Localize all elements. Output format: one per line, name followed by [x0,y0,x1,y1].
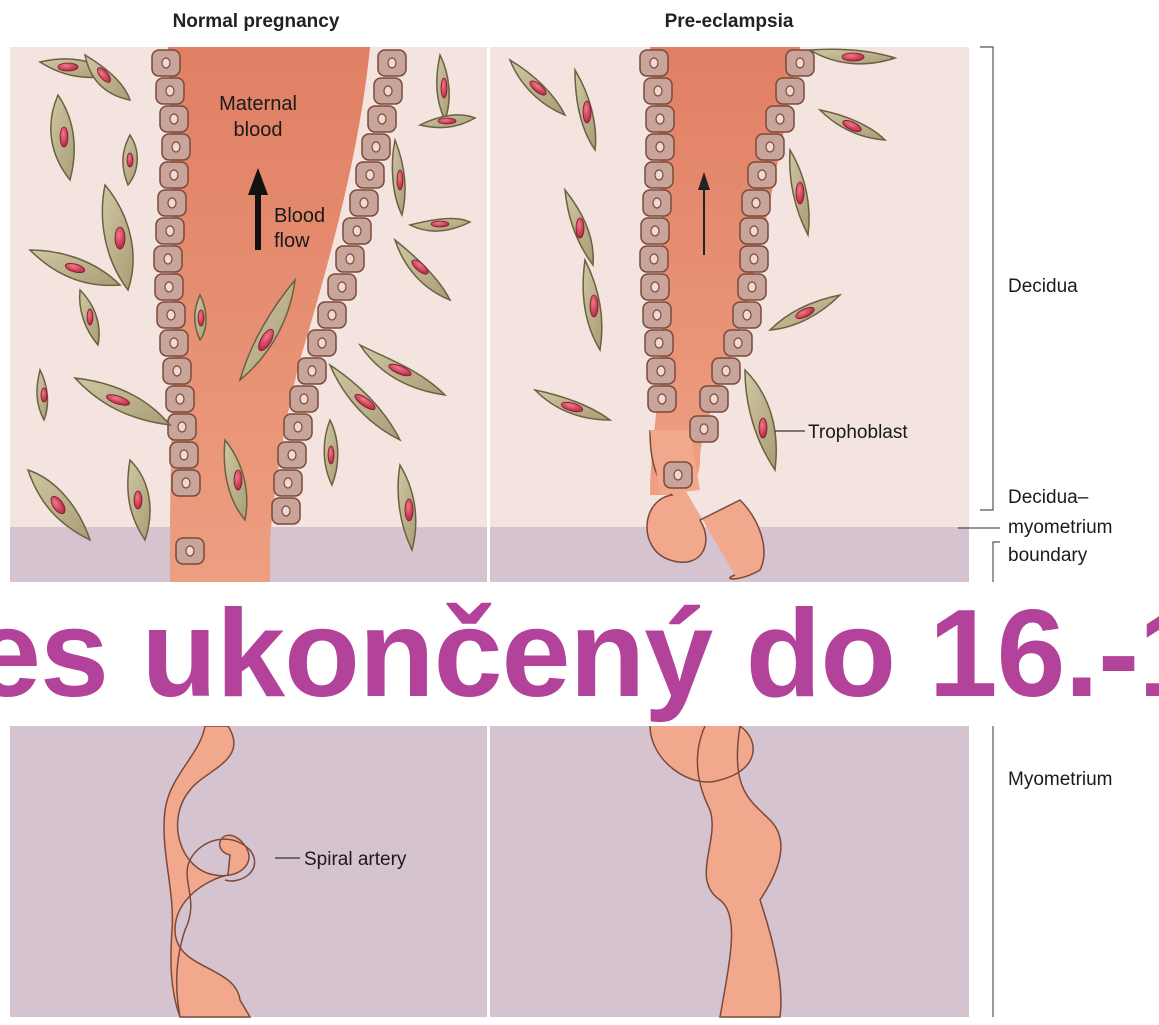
boundary-label-1: Decidua– [1008,487,1089,508]
blood-flow-label-1: Blood [274,205,325,227]
maternal-blood-label-2: blood [234,119,283,141]
left-panel-title: Normal pregnancy [173,11,340,32]
spiral-artery-label: Spiral artery [304,849,407,870]
boundary-label-3: boundary [1008,545,1088,566]
right-panel-title: Pre-eclampsia [665,11,794,32]
trophoblast-label: Trophoblast [808,422,908,443]
myometrium-label: Myometrium [1008,769,1113,790]
decidua-label: Decidua [1008,276,1078,297]
maternal-blood-label-1: Maternal [219,93,297,115]
overlay-caption-band: es ukončený do 16.-18 [0,582,1159,726]
boundary-label-2: myometrium [1008,517,1113,538]
blood-flow-label-2: flow [274,230,310,252]
overlay-caption: es ukončený do 16.-18 [0,582,1159,726]
